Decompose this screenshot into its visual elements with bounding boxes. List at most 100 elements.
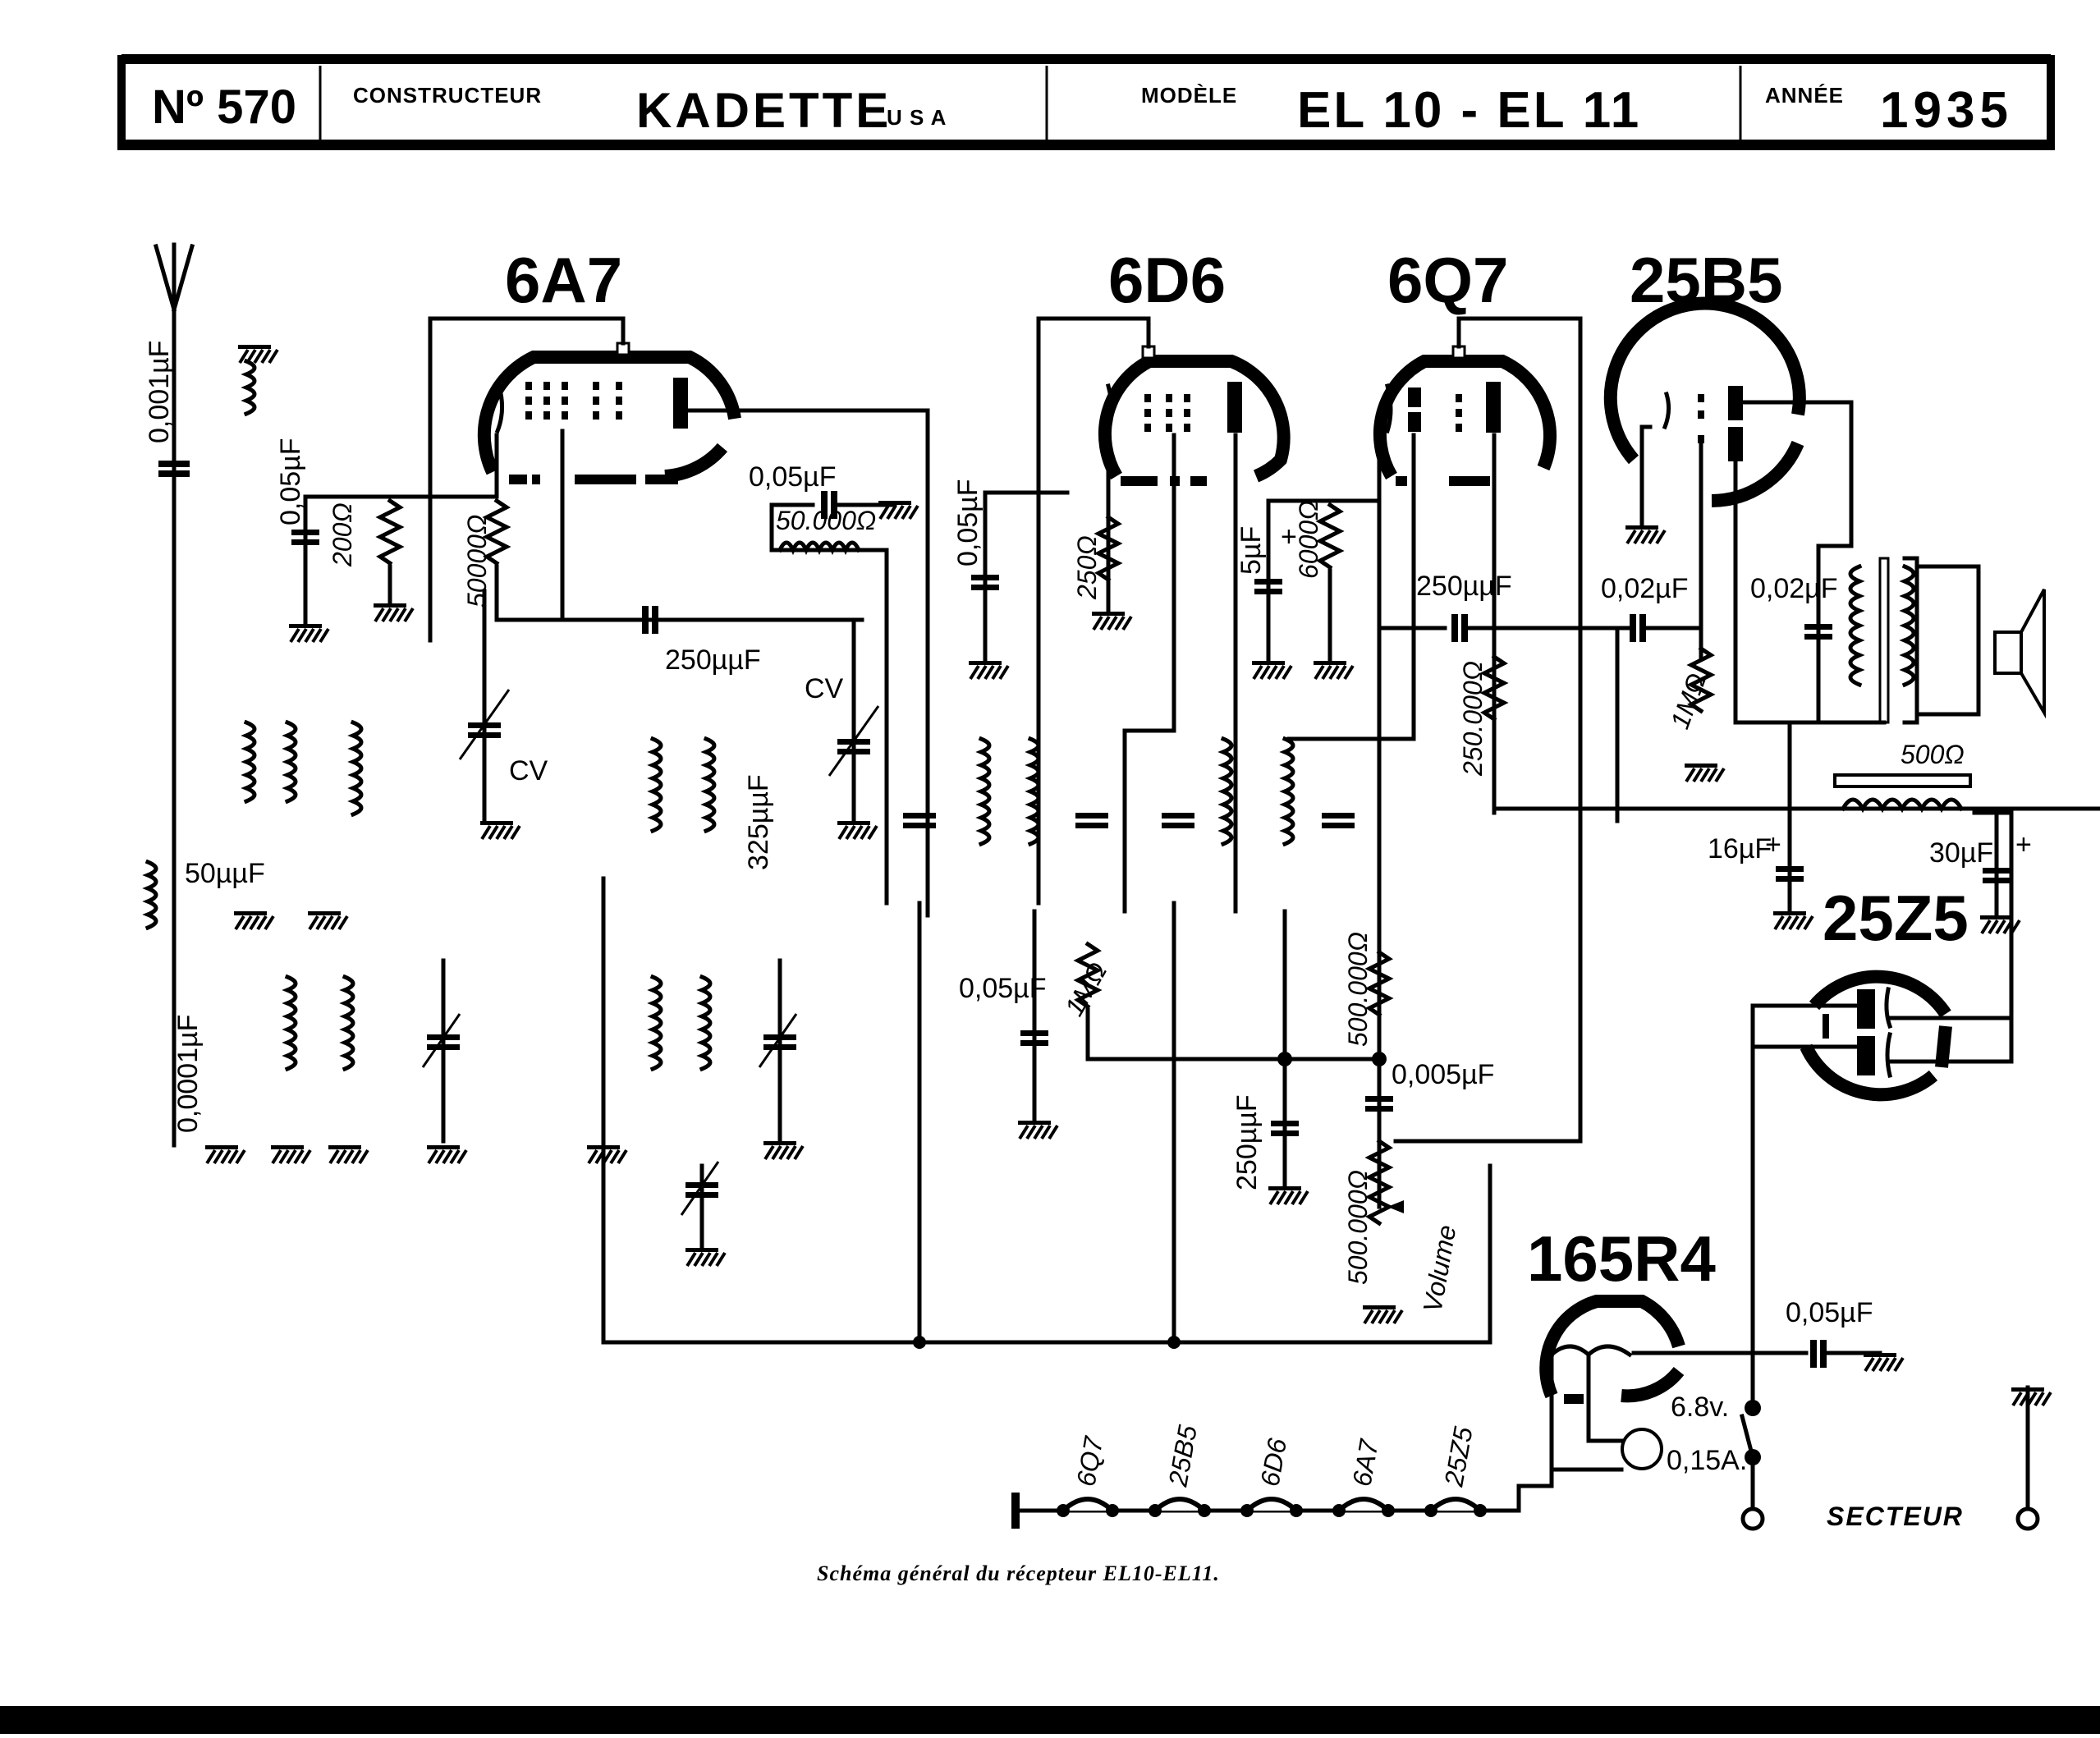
sheet-number: Nº 570 <box>152 80 296 134</box>
filament-label: 6A7 <box>1346 1437 1384 1489</box>
variable-capacitor-icon <box>458 689 511 760</box>
ground-icon <box>1092 612 1133 631</box>
wire-6d6-cap <box>1036 316 1151 906</box>
choke-coil-icon <box>1840 797 1965 814</box>
volume-potentiometer-icon[interactable] <box>1364 1138 1394 1227</box>
filament-label: 25B5 <box>1162 1423 1203 1489</box>
resistor-icon <box>482 498 511 566</box>
junction-dot <box>1382 1504 1395 1517</box>
junction-dot <box>1149 1504 1162 1517</box>
capacitor-plate <box>1639 614 1646 642</box>
wire-25z5-k2 <box>1887 1016 2014 1064</box>
wire-b-plus-bus <box>601 876 1492 1345</box>
label-c-0005: 0,005µF <box>1392 1059 1494 1090</box>
capacitor-plate <box>1254 589 1282 594</box>
tube-6d6-icon <box>1098 345 1291 486</box>
capacitor-icon <box>1983 868 2011 874</box>
label-c-005e: 0,05µF <box>1786 1297 1873 1328</box>
wire-25b5-k <box>1639 424 1653 528</box>
mains-terminal-icon[interactable] <box>2015 1506 2040 1531</box>
antenna-icon <box>153 242 195 313</box>
junction-dot <box>1474 1504 1487 1517</box>
ground-icon <box>1314 661 1355 681</box>
mains-terminal-icon[interactable] <box>1740 1506 1765 1531</box>
junction-dot <box>1167 1336 1181 1349</box>
wire-6d6-g2 <box>1122 433 1176 914</box>
label-c-005c: 0,05µF <box>952 479 984 566</box>
label-c-002b: 0,02µF <box>1750 573 1838 604</box>
label-r-1m-a: 1MΩ <box>1665 669 1712 732</box>
label-c-250b: 250µµF <box>1416 571 1512 602</box>
ground-icon <box>308 911 349 931</box>
tube-label-165r4: 165R4 <box>1527 1222 1716 1295</box>
modele-label: MODÈLE <box>1141 83 1237 108</box>
label-c-30: 30µF <box>1929 837 1993 869</box>
coil-icon <box>142 358 717 1072</box>
capacitor-icon <box>971 575 999 580</box>
filament-label: 6Q7 <box>1071 1433 1108 1488</box>
label-c-250a: 250µµF <box>665 644 761 676</box>
label-r-500000b: 500.000Ω <box>1343 1170 1373 1285</box>
label-r-1m-b: 1MΩ <box>1059 957 1113 1021</box>
ground-icon <box>837 821 878 841</box>
resistor-icon <box>1315 502 1345 571</box>
capacitor-plate <box>1820 1340 1827 1368</box>
capacitor-icon <box>1365 1096 1393 1102</box>
capacitor-plate <box>652 606 658 634</box>
variable-capacitor-icon <box>828 705 880 777</box>
tube-6q7-icon <box>1373 345 1557 486</box>
resistor-icon <box>1686 645 1716 714</box>
label-c-00001: 0,0001µF <box>172 1015 204 1133</box>
label-c-50: 50µµF <box>185 858 265 889</box>
ground-icon <box>685 1248 727 1268</box>
modele-value: EL 10 - EL 11 <box>1297 82 1641 139</box>
capacitor-plate <box>971 585 999 590</box>
ground-icon <box>1252 661 1293 681</box>
scan-bottom-border <box>0 1706 2100 1734</box>
resistor-icon <box>777 540 862 556</box>
capacitor-icon <box>158 461 190 477</box>
label-volume: Volume <box>1417 1222 1461 1314</box>
wire-plate-res <box>769 502 889 906</box>
label-c16-plus: + <box>1765 829 1781 860</box>
capacitor-plate <box>1020 1040 1048 1046</box>
ground-icon <box>328 1145 369 1165</box>
label-secteur: SECTEUR <box>1827 1502 1964 1531</box>
capacitor-icon <box>821 491 828 519</box>
filament-heater: 6A7 <box>1332 1437 1395 1517</box>
ground-icon <box>1685 764 1726 783</box>
label-c-005b: 0,05µF <box>749 461 837 493</box>
tube-label-25z5: 25Z5 <box>1823 882 1969 954</box>
resistor-icon <box>1364 949 1394 1018</box>
label-c-16: 16µF <box>1708 833 1772 864</box>
wire-6a7-cap <box>428 316 626 643</box>
ground-icon <box>763 1141 805 1161</box>
ground-icon <box>878 501 919 520</box>
constructeur-value: KADETTE <box>636 83 892 138</box>
junction-dot <box>1277 1052 1292 1066</box>
capacitor-icon <box>1810 1340 1817 1368</box>
capacitor-plate <box>1365 1106 1393 1112</box>
capacitor-icon <box>1254 579 1282 585</box>
wiper-arrow-icon <box>1387 1200 1404 1213</box>
filament-heater: 25B5 <box>1149 1423 1211 1517</box>
capacitor-icon <box>1451 614 1458 642</box>
tube-6a7-icon <box>477 342 741 484</box>
ground-icon <box>205 1145 246 1165</box>
capacitor-icon <box>1020 1030 1048 1036</box>
label-cv2: CV <box>805 673 844 704</box>
junction-dot <box>1290 1504 1303 1517</box>
wire-25b5-plate2 <box>1733 457 1887 725</box>
resistor-icon <box>1073 941 1103 1010</box>
capacitor-icon <box>1776 866 1804 872</box>
label-c-5: 5µF <box>1236 526 1267 575</box>
ground-icon <box>1363 1305 1404 1325</box>
junction-dot <box>1057 1504 1070 1517</box>
label-c-005a: 0,05µF <box>275 438 306 525</box>
ground-symbols <box>205 345 2052 1407</box>
label-c-325: 325µµF <box>743 774 774 870</box>
tube-25b5-icon <box>1603 296 1806 507</box>
capacitor-plate <box>1804 634 1832 640</box>
